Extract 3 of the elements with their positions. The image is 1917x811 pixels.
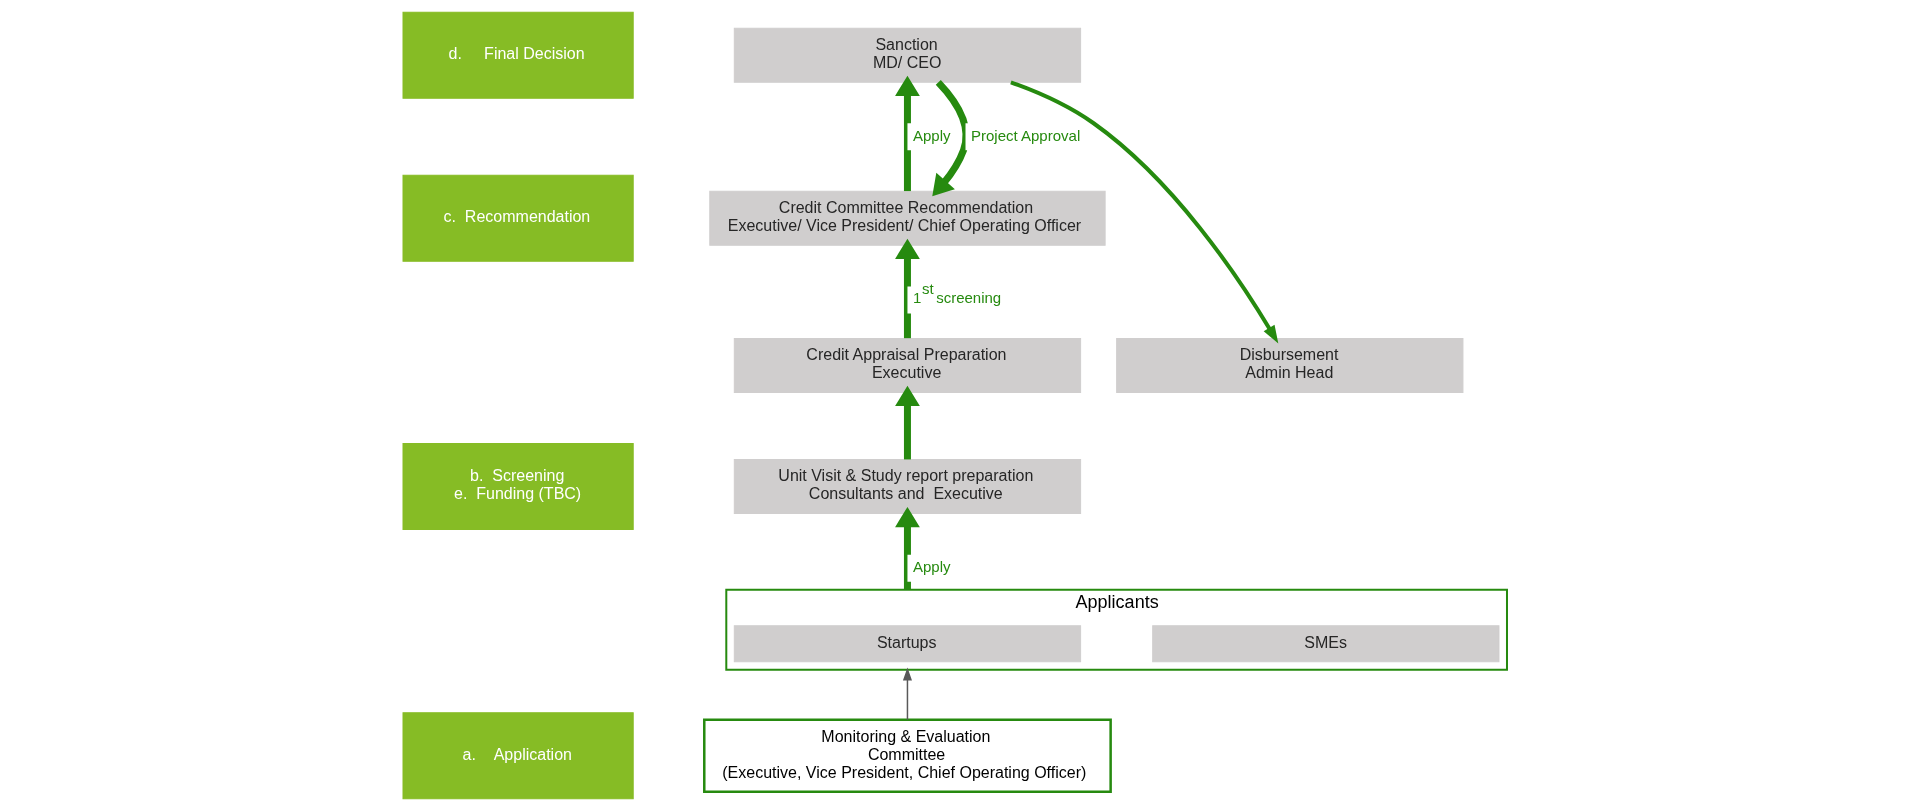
edge-label: Apply — [912, 126, 950, 144]
edge-label: Project Approval — [970, 126, 1080, 144]
edge-label: Apply — [912, 558, 950, 576]
